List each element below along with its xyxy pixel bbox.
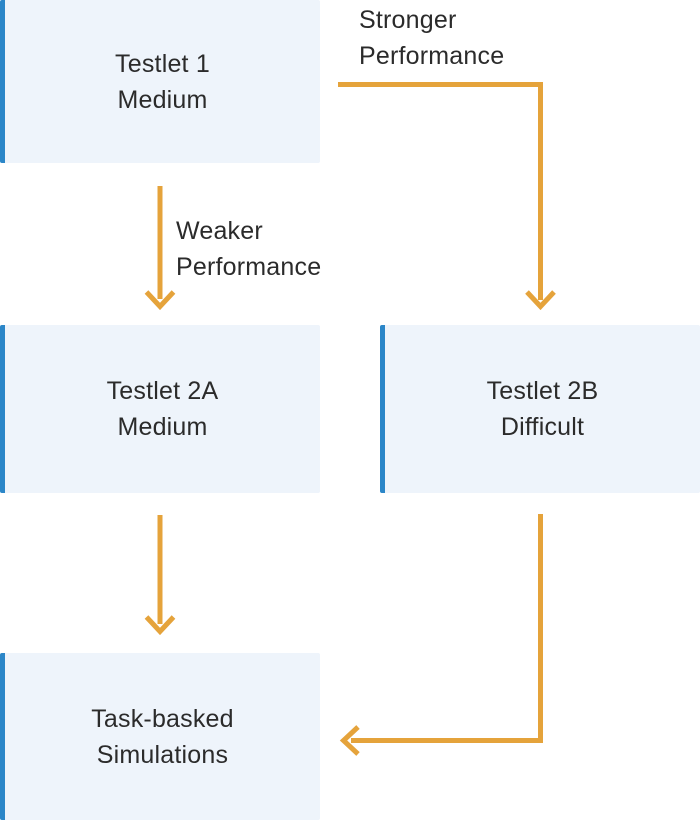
label-stronger-line2: Performance — [359, 42, 505, 70]
label-weaker-line2: Performance — [176, 253, 322, 281]
testlet2b-to-simulations-arrow-line — [351, 514, 543, 743]
box-testlet-2b: Testlet 2B Difficult — [380, 325, 700, 493]
box-testlet-2a-difficulty: Medium — [117, 413, 208, 441]
box-simulations-line1: Task-basked — [91, 704, 234, 733]
box-testlet-1-title: Testlet 1 — [115, 49, 210, 78]
stronger-performance-arrowhead-icon — [525, 290, 556, 311]
box-task-based-simulations: Task-basked Simulations — [0, 653, 320, 820]
label-stronger-line1: Stronger — [359, 6, 457, 34]
testlet2a-to-simulations-arrowhead-icon — [144, 615, 176, 636]
box-simulations-line2: Simulations — [96, 740, 229, 769]
weaker-performance-arrowhead-icon — [144, 290, 176, 311]
box-testlet-1: Testlet 1 Medium — [0, 0, 320, 163]
testlet2a-to-simulations-arrow — [144, 515, 176, 636]
label-weaker-line1: Weaker — [176, 217, 263, 245]
box-testlet-1-difficulty: Medium — [117, 85, 208, 114]
label-weaker-performance: Weaker Performance — [176, 213, 321, 285]
box-testlet-2b-title: Testlet 2B — [486, 377, 599, 405]
stronger-performance-arrow-line — [338, 82, 543, 300]
stronger-performance-arrow — [338, 82, 556, 311]
label-stronger-performance: Stronger Performance — [359, 2, 504, 74]
weaker-performance-arrow — [144, 186, 176, 311]
box-testlet-2a-title: Testlet 2A — [106, 377, 219, 405]
testlet2b-to-simulations-arrowhead-icon — [339, 725, 360, 756]
testlet2b-to-simulations-arrow — [339, 514, 543, 756]
box-testlet-2b-difficulty: Difficult — [500, 413, 585, 441]
box-testlet-2a: Testlet 2A Medium — [0, 325, 320, 493]
